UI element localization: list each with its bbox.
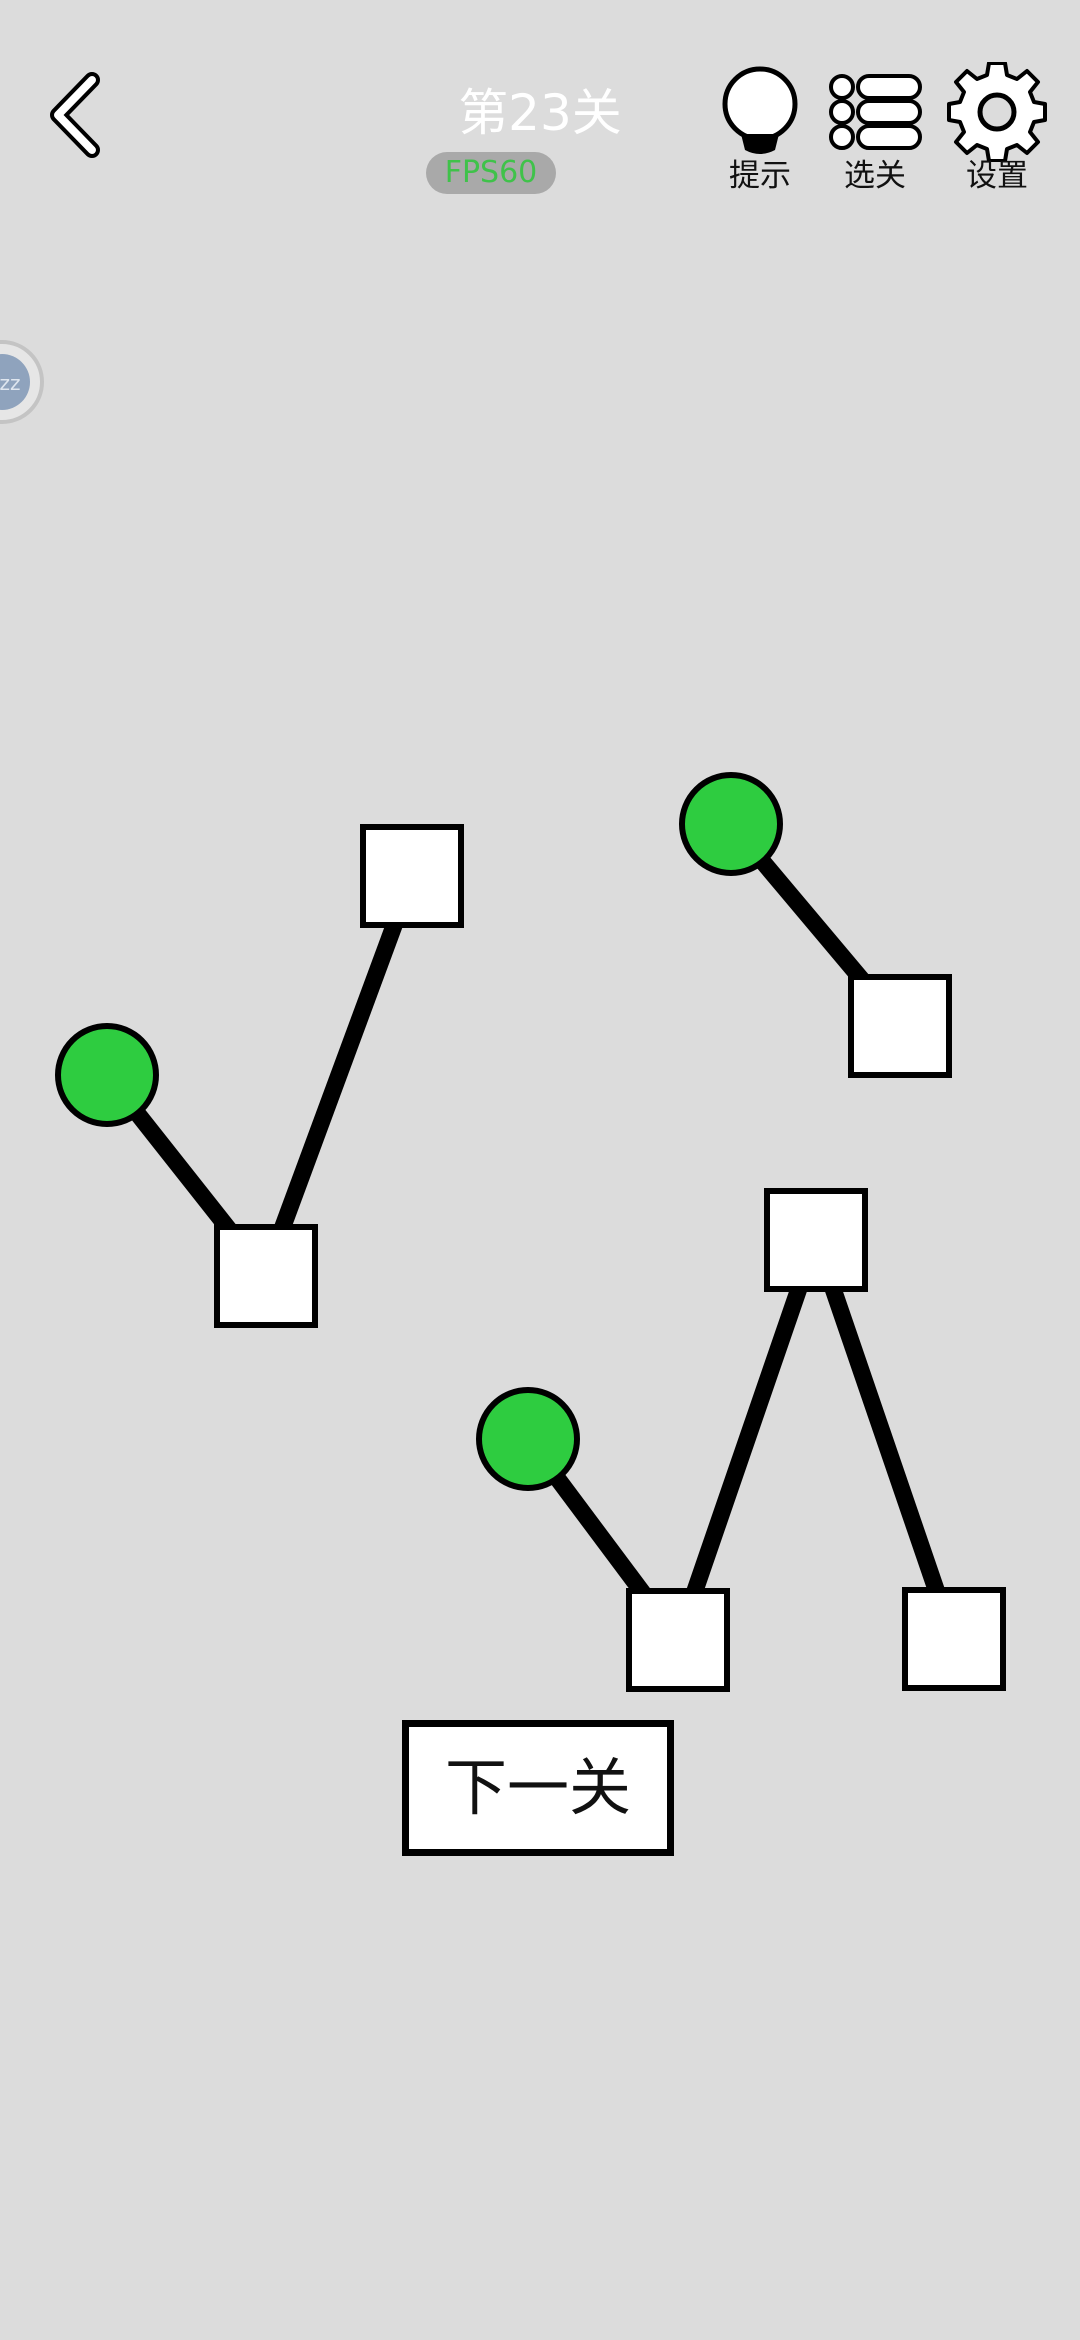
box-block[interactable]: [902, 1587, 1006, 1691]
green-ball[interactable]: [55, 1023, 159, 1127]
level-title: 第23关: [458, 84, 622, 142]
level-select-label: 选关: [844, 158, 906, 194]
box-block[interactable]: [214, 1224, 318, 1328]
box-block[interactable]: [626, 1588, 730, 1692]
box-block[interactable]: [764, 1188, 868, 1292]
green-ball[interactable]: [476, 1387, 580, 1491]
box-block[interactable]: [360, 824, 464, 928]
fps-badge: FPS60: [426, 152, 556, 194]
rope-line: [669, 1236, 825, 1643]
floating-ball-icon[interactable]: zz: [0, 340, 44, 424]
settings-label: 设置: [966, 158, 1028, 194]
chevron-left-icon: [50, 72, 100, 158]
lightbulb-icon: [722, 66, 798, 154]
rope-line: [807, 1236, 962, 1642]
gear-icon: [947, 62, 1047, 162]
back-button[interactable]: [40, 70, 120, 160]
hint-button[interactable]: 提示: [705, 62, 815, 202]
box-block[interactable]: [848, 974, 952, 1078]
floating-ball-text: zz: [0, 371, 21, 395]
rope-line: [257, 874, 420, 1278]
list-icon: [829, 74, 922, 150]
level-select-button[interactable]: 选关: [820, 62, 930, 202]
settings-button[interactable]: 设置: [942, 62, 1052, 202]
next-level-button[interactable]: 下一关: [402, 1720, 674, 1856]
hint-label: 提示: [729, 158, 791, 194]
green-ball[interactable]: [679, 772, 783, 876]
